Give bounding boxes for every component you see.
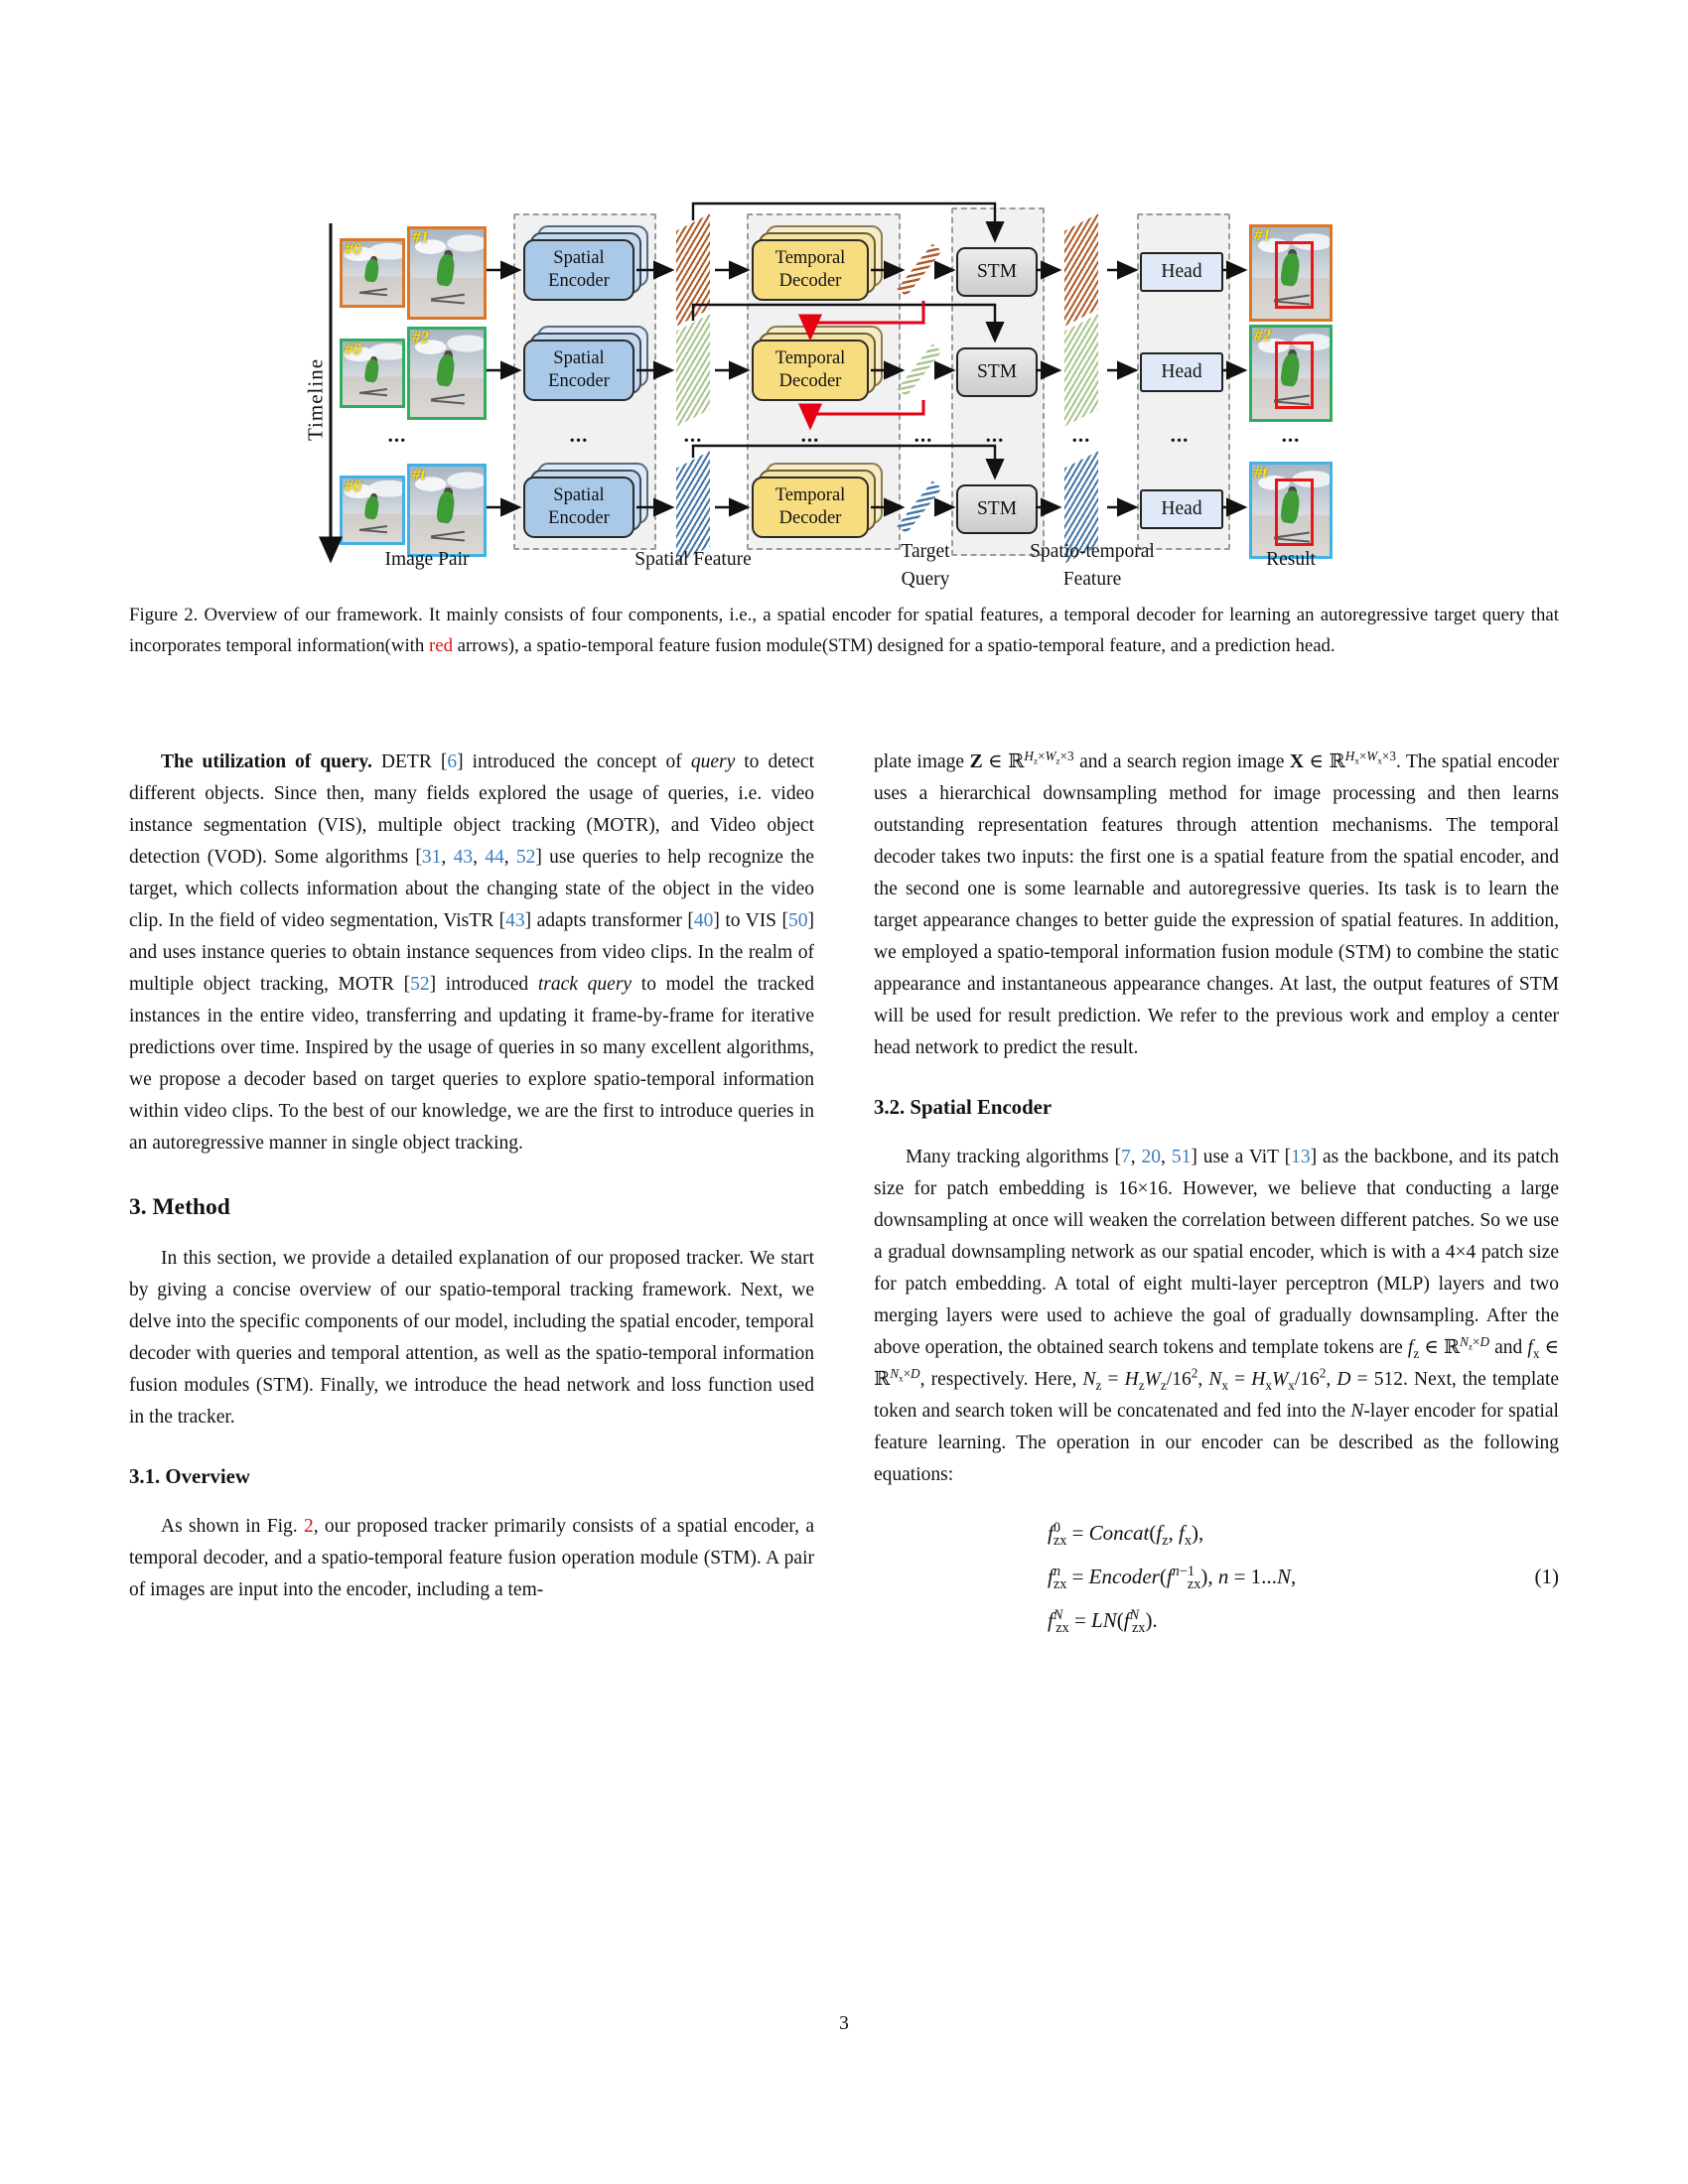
- equation-line-1: f0zx = Concat(fz, fx),: [1048, 1520, 1204, 1550]
- block-label: Decoder: [778, 271, 842, 291]
- block-label: Spatial: [553, 347, 605, 368]
- equation-line-2: fnzx = Encoder(fn−1zx), n = 1...N,: [1048, 1564, 1297, 1593]
- block-label: Temporal: [774, 247, 846, 268]
- left-column: The utilization of query. DETR [6] intro…: [129, 747, 814, 1606]
- target-query-row2: [897, 343, 942, 397]
- block-label: Temporal: [774, 484, 846, 505]
- subsection-heading-spatial-encoder: 3.2. Spatial Encoder: [874, 1096, 1053, 1119]
- target-query-label-1: Target: [901, 541, 950, 562]
- section-heading-method: 3. Method: [129, 1194, 230, 1220]
- target-query-label-2: Query: [901, 569, 950, 590]
- subsection-heading-overview: 3.1. Overview: [129, 1465, 250, 1488]
- target-query-row1: [897, 243, 942, 297]
- ski-scene: [410, 330, 484, 417]
- page-number: 3: [839, 2013, 849, 2034]
- ellipsis: ...: [800, 423, 820, 447]
- template-image-row1: #0: [340, 238, 405, 308]
- right-column: plate image Z ∈ ℝHz×Wz×3 and a search re…: [874, 747, 1559, 1636]
- paragraph-overview-continued: plate image Z ∈ ℝHz×Wz×3 and a search re…: [874, 748, 1560, 1058]
- equation-lines: f0zx = Concat(fz, fx), fnzx = Encoder(fn…: [1048, 1517, 1296, 1636]
- result-label: Result: [1266, 549, 1316, 570]
- ski-scene: [410, 467, 484, 554]
- search-image-row2: #2: [407, 327, 487, 420]
- frame-tag: #2: [1254, 326, 1271, 344]
- result-image-row3: #t: [1249, 462, 1333, 559]
- frame-tag: #1: [1254, 225, 1271, 244]
- ellipsis: ...: [1071, 423, 1091, 447]
- ellipsis: ...: [914, 423, 933, 447]
- ellipsis: ...: [1170, 423, 1190, 447]
- stm-block-row2: STM: [956, 347, 1038, 397]
- ellipsis: ...: [569, 423, 589, 447]
- frame-tag: #2: [412, 328, 429, 346]
- paragraph-overview: As shown in Fig. 2, our proposed tracker…: [129, 1516, 814, 1600]
- block-label: Encoder: [548, 371, 610, 391]
- target-query-row3: [897, 480, 942, 534]
- block-label: Spatial: [553, 484, 605, 505]
- tracking-bbox: [1275, 478, 1315, 547]
- ellipsis: ...: [683, 423, 703, 447]
- image-pair-label: Image Pair: [384, 549, 470, 570]
- paragraph-method-intro: In this section, we provide a detailed e…: [129, 1248, 814, 1428]
- search-image-row3: #t: [407, 464, 487, 557]
- template-image-row3: #0: [340, 476, 405, 545]
- frame-tag: #t: [1254, 463, 1268, 481]
- equation-number: (1): [1534, 1565, 1560, 1588]
- spatial-feature-row2: [676, 314, 710, 427]
- frame-tag: #t: [412, 465, 426, 483]
- stm-block-row1: STM: [956, 247, 1038, 297]
- block-label: Temporal: [774, 347, 846, 368]
- st-feature-row2: [1064, 314, 1098, 427]
- spatial-feature-row3: [676, 451, 710, 564]
- result-image-row2: #2: [1249, 325, 1333, 422]
- block-label: Spatial: [553, 247, 605, 268]
- result-image-row1: #1: [1249, 224, 1333, 322]
- spatial-feature-row1: [676, 213, 710, 327]
- search-image-row1: #1: [407, 226, 487, 320]
- block-label: Encoder: [548, 271, 610, 291]
- st-feature-row1: [1064, 213, 1098, 327]
- frame-tag: #1: [412, 227, 429, 246]
- head-block-row1: Head: [1140, 252, 1223, 292]
- frame-tag: #0: [345, 477, 361, 495]
- head-block-row3: Head: [1140, 489, 1223, 529]
- tracking-bbox: [1275, 341, 1315, 410]
- equation-line-3: fNzx = LN(fNzx).: [1048, 1607, 1158, 1637]
- st-feature-label-2: Feature: [1062, 569, 1122, 590]
- figure-caption: Figure 2. Overview of our framework. It …: [129, 605, 1559, 656]
- block-label: Decoder: [778, 508, 842, 528]
- spatial-feature-label: Spatial Feature: [634, 549, 752, 570]
- frame-tag: #0: [345, 239, 361, 258]
- ellipsis: ...: [387, 423, 407, 447]
- ski-scene: [343, 241, 402, 305]
- block-label: Encoder: [548, 508, 610, 528]
- tracking-bbox: [1275, 240, 1315, 310]
- ski-scene: [410, 229, 484, 317]
- frame-tag: #0: [345, 340, 361, 358]
- ellipsis: ...: [1281, 423, 1301, 447]
- paragraph-spatial-encoder: Many tracking algorithms [7, 20, 51] use…: [874, 1147, 1560, 1485]
- stm-block-row3: STM: [956, 484, 1038, 534]
- block-label: Decoder: [778, 371, 842, 391]
- st-feature-label-1: Spatio-temporal: [1030, 541, 1155, 562]
- ski-scene: [343, 341, 402, 405]
- timeline-label: Timeline: [303, 357, 328, 442]
- template-image-row2: #0: [340, 339, 405, 408]
- ellipsis: ...: [985, 423, 1005, 447]
- paragraph-query-utilization: The utilization of query. DETR [6] intro…: [129, 751, 815, 1154]
- ski-scene: [343, 478, 402, 542]
- head-block-row2: Head: [1140, 352, 1223, 392]
- equation-1: f0zx = Concat(fz, fx), fnzx = Encoder(fn…: [874, 1517, 1559, 1636]
